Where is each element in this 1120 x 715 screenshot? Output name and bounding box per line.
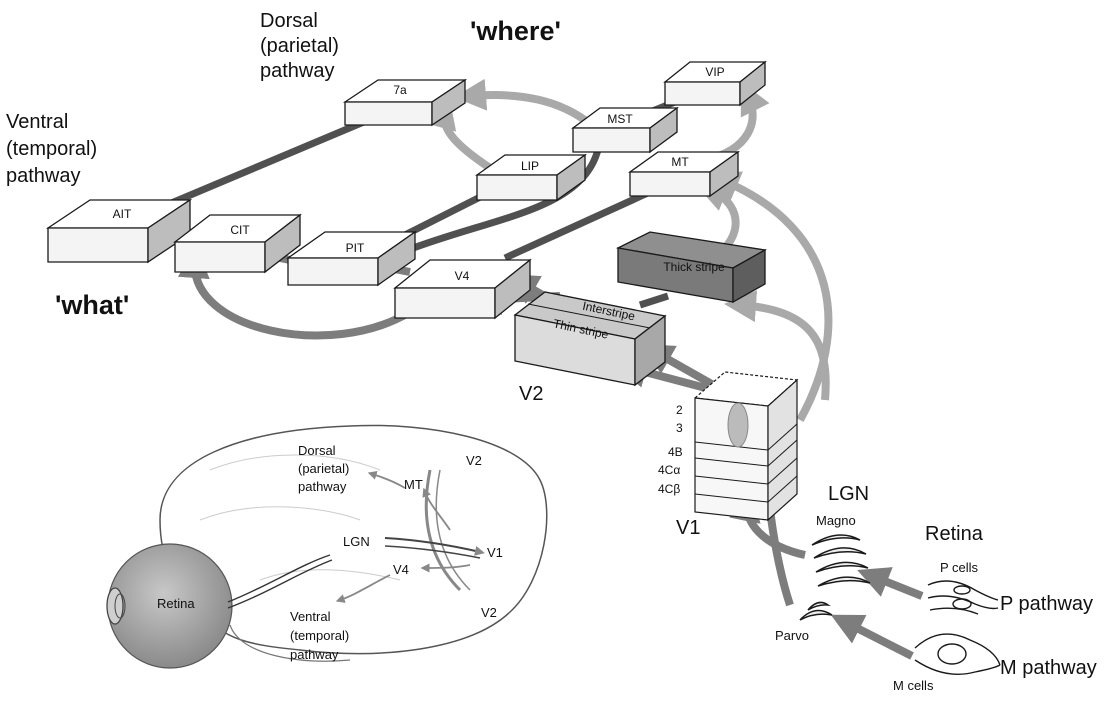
layer-4c-beta: 4Cβ [658,482,680,496]
box-vip: VIP [663,60,767,107]
inset-arrow-v4-ventral [335,574,391,603]
inset-arrow-v1-v4 [420,563,471,573]
arrow-interstripe-thick [638,292,670,309]
arrow-pit-mst [406,139,604,254]
label-thick-stripe: Thick stripe [663,260,725,274]
inset-dorsal-line-3: pathway [298,479,347,494]
label-cit: CIT [230,223,250,237]
arrow-v1-mt-long [707,171,833,422]
arrow-v1-thick [724,290,830,401]
inset-dorsal-line-1: Dorsal [298,443,336,458]
ventral-pathway-label: Ventral (temporal) pathway [6,111,103,187]
layer-2: 2 [676,403,683,417]
inset-ventral-label: Ventral (temporal) pathway [290,609,353,662]
layer-4c-alpha: 4Cα [658,463,680,477]
box-mt: MT [627,150,741,198]
dorsal-line-2: (parietal) [260,35,339,57]
label-mt: MT [671,155,689,169]
box-mst: MST [571,106,679,154]
inset-arrow-lgn-v1 [384,537,485,556]
lgn-magno-glyph [811,534,871,587]
layer-3: 3 [676,421,683,435]
label-mst: MST [607,112,633,126]
label-v4: V4 [455,269,470,283]
brain-inset [106,424,548,669]
box-thick-stripe: Thick stripe [615,231,767,304]
inset-lgn-label: LGN [343,534,370,549]
box-lip: LIP [474,153,588,202]
box-7a: 7a [342,78,468,127]
magno-label: Magno [816,513,856,528]
p-pathway-label: P pathway [1000,593,1093,615]
label-ait: AIT [113,207,132,221]
what-label: 'what' [55,290,129,320]
label-pit: PIT [346,241,365,255]
area-boxes: 7a VIP MST LIP MT [45,60,799,522]
inset-ventral-line-3: pathway [290,647,339,662]
layer-4b: 4B [668,445,683,459]
inset-dorsal-label: Dorsal (parietal) pathway [298,443,353,494]
where-label: 'where' [470,16,561,46]
inset-v2-bottom-label: V2 [481,605,497,620]
box-v1-column: 2 3 4B 4Cα 4Cβ [658,371,799,522]
arrow-mcells-parvo [830,614,914,660]
v1-label: V1 [676,517,700,539]
inset-retina-label: Retina [157,596,195,611]
pathway-arrows [148,78,924,660]
label-7a: 7a [393,83,407,97]
m-pathway-label: M pathway [1000,657,1097,679]
dorsal-pathway-label: Dorsal (parietal) pathway [260,10,344,82]
box-pit: PIT [285,230,418,287]
lgn-label: LGN [828,483,869,505]
inset-v2-top-label: V2 [466,453,482,468]
arrow-lip-7a [425,96,493,172]
label-vip: VIP [705,65,724,79]
arrow-mst-7a [454,78,593,128]
inset-v4-label: V4 [393,562,409,577]
p-cells-label: P cells [940,560,979,575]
retina-label: Retina [925,523,984,545]
box-cit: CIT [173,213,302,274]
label-lip: LIP [521,159,539,173]
inset-mt-label: MT [404,477,423,492]
dorsal-line-3: pathway [260,60,335,82]
ventral-line-2: (temporal) [6,138,97,160]
dorsal-line-1: Dorsal [260,10,318,32]
inset-dorsal-line-2: (parietal) [298,461,349,476]
ventral-line-1: Ventral [6,111,68,133]
arrow-ait-7a [148,112,380,216]
inset-ventral-line-1: Ventral [290,609,331,624]
ventral-line-3: pathway [6,165,81,187]
m-cells-label: M cells [893,678,934,693]
inset-arrow-v1-mt [422,487,451,531]
text-labels: Dorsal (parietal) pathway Ventral (tempo… [6,10,1097,693]
inset-v1-label: V1 [487,545,503,560]
arrow-thick-mt [695,181,740,251]
box-v2: Interstripe Thin stripe [513,291,667,387]
arrow-pcells-magno [857,567,924,600]
inset-ventral-line-2: (temporal) [290,628,349,643]
v2-label: V2 [519,383,543,405]
retina-m-cells-glyph [914,633,1001,675]
inset-arrow-mt-dorsal [367,471,406,489]
box-v4: V4 [393,258,532,320]
retina-p-cells-glyph [927,580,999,615]
box-ait: AIT [45,198,193,264]
lgn-parvo-glyph [799,601,833,621]
arrow-v4-cit [177,246,413,340]
parvo-label: Parvo [775,628,809,643]
arrow-v4-mt [503,188,652,262]
